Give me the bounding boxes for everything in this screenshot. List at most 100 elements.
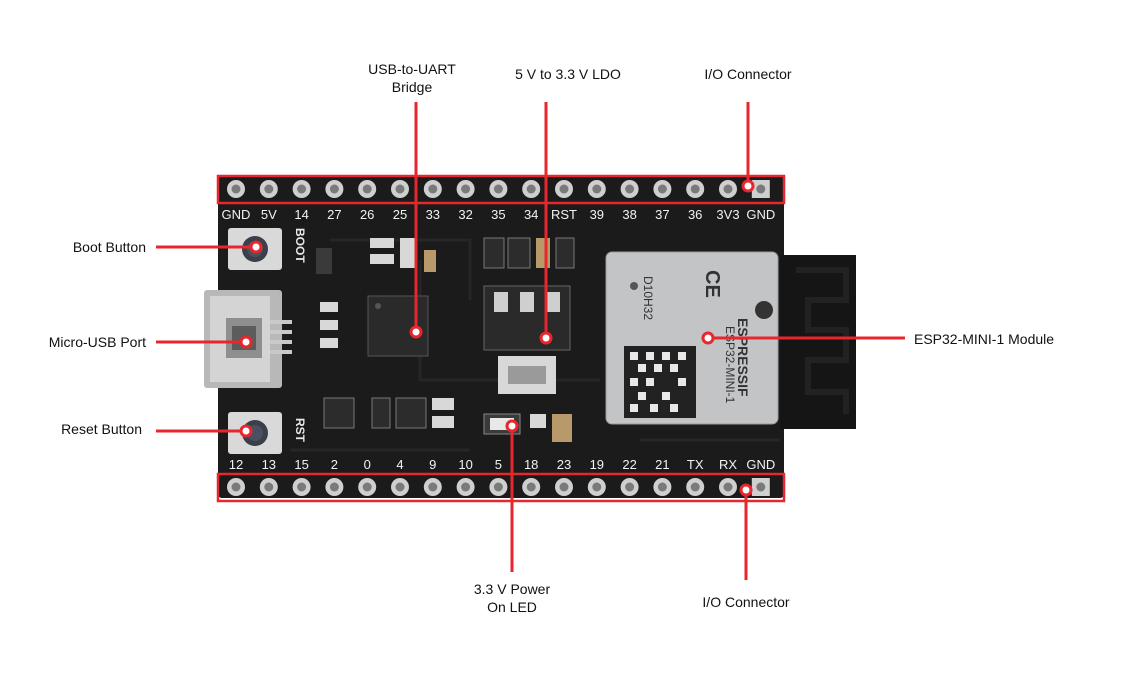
callout-power-led-line2: On LED: [487, 599, 537, 615]
bottom-pin-hole: [493, 482, 503, 492]
top-pin-hole: [362, 184, 372, 194]
top-pin-label: 26: [360, 207, 374, 222]
bottom-pin-hole: [395, 482, 405, 492]
top-pin-label: 34: [524, 207, 538, 222]
rst-silkscreen: RST: [293, 418, 307, 443]
top-pin-hole: [756, 184, 766, 194]
callout-dot-reset: [239, 424, 253, 438]
bottom-pin-label: 10: [458, 457, 472, 472]
top-pin-label: 36: [688, 207, 702, 222]
micro-usb-port[interactable]: [204, 290, 292, 388]
callout-io-connector-bottom: I/O Connector: [702, 594, 790, 610]
callout-power-led: 3.3 V Power On LED: [440, 580, 584, 616]
top-pin-label: 35: [491, 207, 505, 222]
top-pin-label: 32: [458, 207, 472, 222]
callout-dot-ldo: [539, 331, 553, 345]
top-pin-hole: [461, 184, 471, 194]
bottom-pin-header: [227, 478, 770, 496]
bottom-pin-hole: [428, 482, 438, 492]
callout-dot-usb: [239, 335, 253, 349]
bottom-pin-label: RX: [719, 457, 737, 472]
callout-dot-io-bottom: [739, 483, 753, 497]
io-connector-bottom-outline: [216, 472, 786, 503]
top-pin-hole: [690, 184, 700, 194]
callout-usb-uart-bridge: USB-to-UART Bridge: [342, 60, 482, 96]
reset-button[interactable]: [228, 412, 282, 454]
top-pin-hole: [428, 184, 438, 194]
top-pin-label: 3V3: [716, 207, 739, 222]
top-pin-hole: [625, 184, 635, 194]
module-code-text: D10H32: [641, 276, 655, 320]
bottom-pin-label: 18: [524, 457, 538, 472]
callout-dot-led: [505, 419, 519, 433]
top-pin-label: 33: [426, 207, 440, 222]
bottom-pin-hole: [526, 482, 536, 492]
smd-components: [316, 237, 575, 442]
top-pin-label: 37: [655, 207, 669, 222]
bottom-pin-label: 13: [262, 457, 276, 472]
top-pin-hole: [559, 184, 569, 194]
bottom-pin-label: 4: [396, 457, 403, 472]
bottom-pin-hole: [461, 482, 471, 492]
callout-micro-usb-port: Micro-USB Port: [48, 334, 146, 350]
bottom-pin-hole: [264, 482, 274, 492]
bottom-pin-hole: [329, 482, 339, 492]
callout-dots: [239, 179, 755, 497]
top-pin-hole: [657, 184, 667, 194]
callout-power-led-line1: 3.3 V Power: [473, 581, 551, 597]
top-pin-hole: [395, 184, 405, 194]
bottom-pin-hole: [756, 482, 766, 492]
bottom-pin-label: 12: [229, 457, 243, 472]
callout-dot-boot: [249, 240, 263, 254]
bottom-pin-label: GND: [746, 457, 775, 472]
bottom-pin-label: 19: [590, 457, 604, 472]
bottom-pin-hole: [625, 482, 635, 492]
callout-dot-io-top: [741, 179, 755, 193]
callout-dot-usb-uart: [409, 325, 423, 339]
callout-ldo: 5 V to 3.3 V LDO: [515, 66, 621, 82]
bottom-pin-hole: [690, 482, 700, 492]
bottom-pin-label: 9: [429, 457, 436, 472]
esp32-mini-1-module: [605, 251, 779, 425]
callout-esp32-module: ESP32-MINI-1 Module: [914, 331, 1055, 347]
top-pin-hole: [329, 184, 339, 194]
ldo-regulator: [483, 285, 571, 394]
callout-usb-uart-line1: USB-to-UART: [368, 61, 456, 77]
top-pin-label: 14: [294, 207, 308, 222]
top-pin-hole: [723, 184, 733, 194]
top-pin-hole: [264, 184, 274, 194]
top-pin-hole: [297, 184, 307, 194]
top-pin-label: 39: [590, 207, 604, 222]
bottom-pin-hole: [592, 482, 602, 492]
bottom-pin-label: 22: [622, 457, 636, 472]
top-pin-label: 5V: [261, 207, 277, 222]
bottom-pin-label: 23: [557, 457, 571, 472]
top-pin-hole: [592, 184, 602, 194]
callout-dot-module: [701, 331, 715, 345]
bottom-pin-hole: [297, 482, 307, 492]
callout-io-connector-top: I/O Connector: [704, 66, 792, 82]
io-connector-top-outline: [216, 174, 786, 205]
top-pin-label: GND: [746, 207, 775, 222]
datamatrix-code: [630, 352, 686, 412]
bottom-pin-label: 0: [364, 457, 371, 472]
top-pin-label: 25: [393, 207, 407, 222]
bottom-pin-label: 15: [294, 457, 308, 472]
bottom-pin-hole: [231, 482, 241, 492]
top-pin-label: 38: [622, 207, 636, 222]
callout-boot-button: Boot Button: [72, 239, 146, 255]
boot-silkscreen: BOOT: [293, 228, 307, 263]
antenna-trace: [796, 267, 849, 414]
bottom-pin-label: 21: [655, 457, 669, 472]
ce-mark: CE: [701, 270, 723, 298]
top-pin-label: GND: [222, 207, 251, 222]
top-pin-label: RST: [551, 207, 577, 222]
callout-usb-uart-line2: Bridge: [391, 79, 433, 95]
bottom-pin-hole: [657, 482, 667, 492]
bottom-pin-label: TX: [687, 457, 704, 472]
top-pin-hole: [526, 184, 536, 194]
